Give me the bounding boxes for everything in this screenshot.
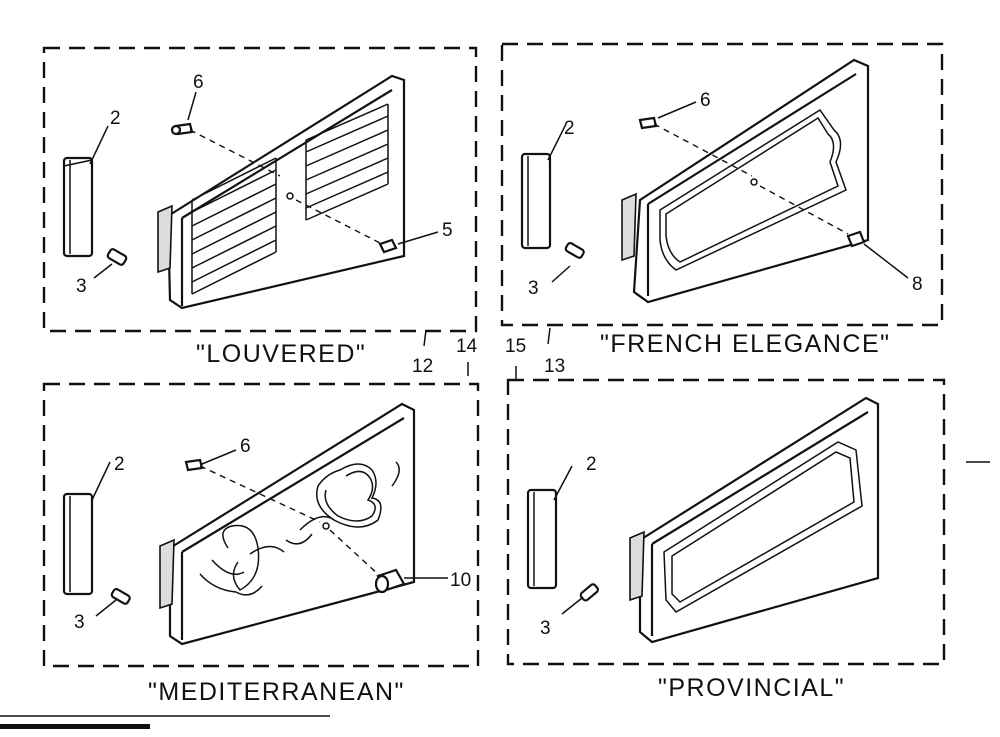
provincial-grille [629,396,880,644]
label-part: 6 [193,72,204,93]
label-part: 6 [700,90,711,111]
label-center: 13 [544,356,565,377]
label-part: 2 [110,108,121,129]
label-center: 12 [412,356,433,377]
spacer-part [564,242,585,259]
spacer-part [110,588,131,605]
french-elegance-grille [621,58,870,304]
title-louvered: "LOUVERED" [196,340,366,368]
screw-5 [378,238,398,254]
screw-6 [184,458,204,472]
label-part: 5 [442,220,453,241]
plug-10 [374,568,406,594]
title-mediterranean: "MEDITERRANEAN" [148,678,405,706]
louvered-grille [157,74,406,310]
panel-border [42,382,480,668]
scan-marks [0,461,990,729]
end-cap-part [62,492,94,596]
label-part: 3 [540,618,551,639]
label-part: 3 [528,278,539,299]
mediterranean-grille [159,402,416,646]
label-center: 15 [505,336,526,357]
label-part: 8 [912,274,923,295]
panel-border [42,46,478,333]
panel-louvered: 2 6 5 3 "LOUVERED" [42,46,478,368]
label-part: 10 [450,570,471,591]
screw-6 [638,116,658,130]
title-provincial: "PROVINCIAL" [658,674,845,702]
end-cap-part [520,152,552,250]
title-french-elegance: "FRENCH ELEGANCE" [600,330,891,358]
label-part: 2 [114,454,125,475]
panel-french-elegance: 2 6 8 3 "FRENCH ELEGANCE" [500,42,944,358]
screw-6 [170,122,194,136]
panel-provincial: 2 3 "PROVINCIAL" [506,378,946,702]
spacer-part [106,248,128,266]
panel-border [506,378,946,666]
nut-8 [846,230,866,248]
label-center: 14 [456,336,478,357]
label-part: 3 [76,276,87,297]
label-part: 2 [586,454,597,475]
panel-mediterranean: 2 6 10 3 "MEDITERRANEAN" [42,382,480,706]
label-part: 2 [564,118,575,139]
label-part: 3 [74,612,85,633]
end-cap-part [526,488,558,590]
end-cap-part [62,156,94,258]
spacer-part [579,583,599,602]
center-references: 12 14 15 13 [412,327,565,380]
panel-border [500,42,944,327]
label-part: 6 [240,436,251,457]
